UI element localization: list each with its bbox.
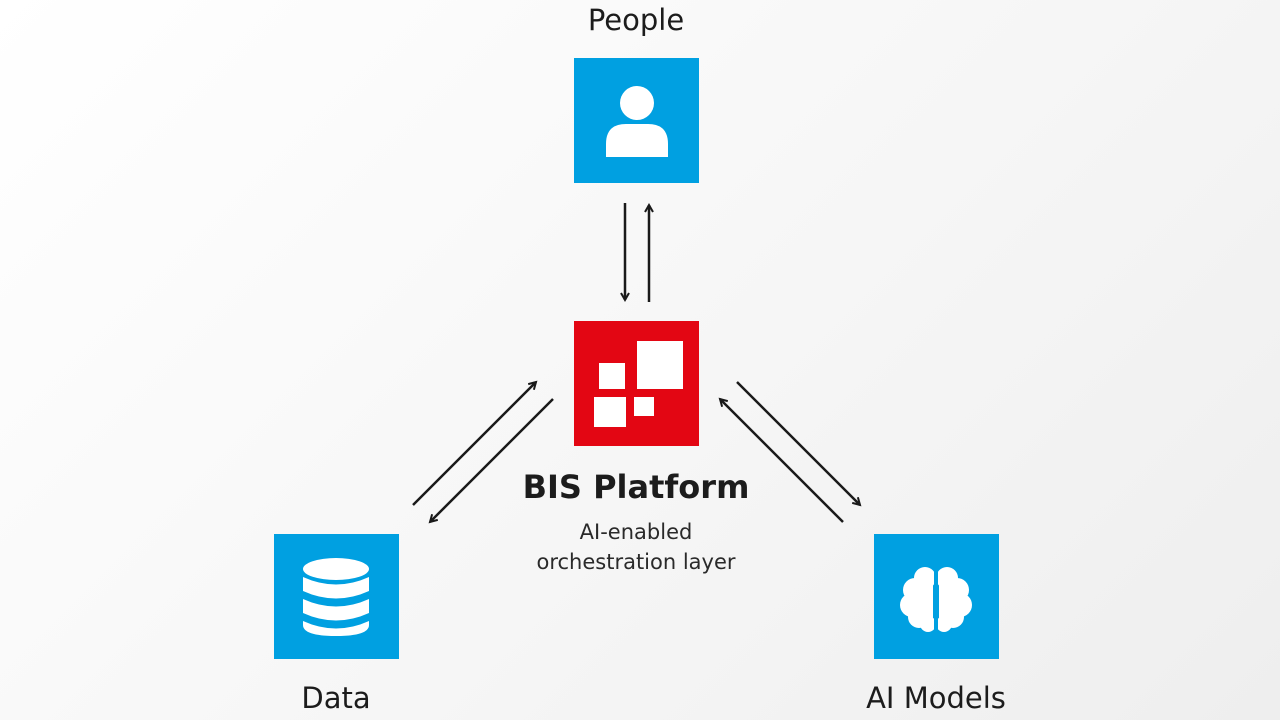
arrow-platform-to-data	[430, 398, 554, 522]
platform-subtitle-line2: orchestration layer	[536, 550, 736, 574]
database-icon	[274, 534, 399, 659]
platform-title: BIS Platform	[522, 468, 750, 506]
people-tile-bg	[574, 58, 699, 183]
person-icon	[574, 58, 699, 183]
platform-tile	[574, 321, 699, 446]
brain-icon	[874, 534, 999, 659]
platform-subtitle: AI-enabled orchestration layer	[486, 517, 786, 577]
data-label: Data	[301, 681, 371, 715]
bis-logo-icon	[574, 321, 699, 446]
platform-subtitle-line1: AI-enabled	[579, 520, 693, 544]
arrow-ai-models-to-platform	[720, 399, 844, 523]
arrow-data-to-platform	[412, 382, 536, 506]
people-label: People	[587, 3, 685, 37]
ai-models-label: AI Models	[866, 681, 1006, 715]
arrow-platform-to-ai-models	[736, 381, 860, 505]
data-tile	[274, 534, 399, 659]
ai-models-tile	[874, 534, 999, 659]
people-tile	[574, 58, 699, 183]
